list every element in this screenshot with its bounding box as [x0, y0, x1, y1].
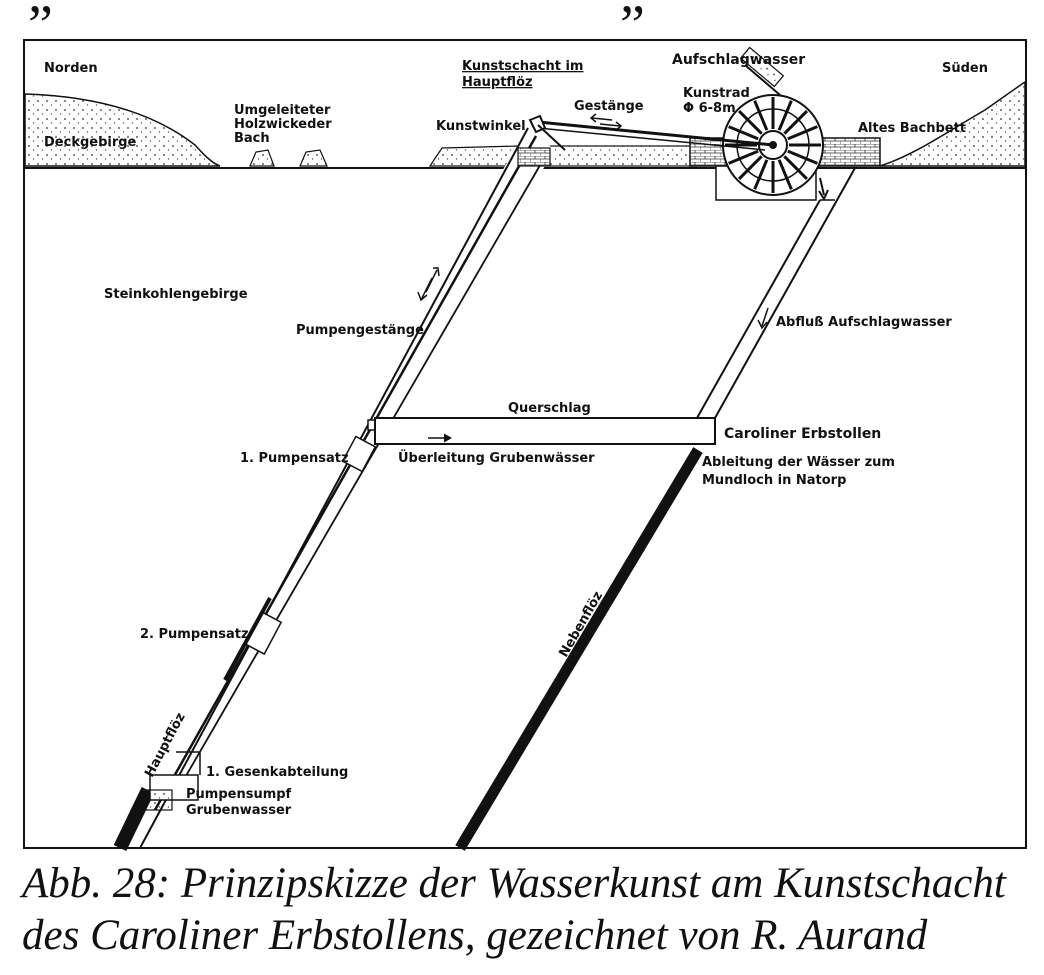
wheel-spoke [737, 155, 763, 181]
deckgebirge-hill-south [879, 80, 1026, 167]
label-pumpensumpf-line1: Pumpensumpf [186, 787, 292, 802]
label-bach-line3: Bach [234, 131, 270, 146]
label-bach-line1: Umgeleiteter [234, 103, 331, 118]
label-steinkohlengebirge: Steinkohlengebirge [104, 287, 248, 302]
heading-fragment-right: „ [620, 0, 645, 26]
label-gestaenge: Gestänge [574, 99, 644, 114]
shaft-collar-masonry [517, 147, 551, 167]
label-ueberleitung: Überleitung Grubenwässer [398, 450, 595, 466]
surface-embankment [544, 145, 696, 167]
label-sueden: Süden [942, 61, 988, 76]
wheel-spoke [777, 159, 793, 190]
cropped-heading-fragment: „ „ [0, 0, 1044, 32]
label-pumpensatz-2: 2. Pumpensatz [140, 627, 249, 642]
wheel-spoke [787, 125, 818, 141]
abfluss-channel [696, 167, 856, 419]
bach-dam-right [299, 149, 328, 167]
wheel-spoke [783, 109, 809, 135]
hauptfloez-seam-base [113, 786, 155, 852]
pumpensumpf-box [145, 789, 173, 811]
surface-rod-linkage [528, 113, 774, 151]
nebenfloez-seam [455, 447, 703, 851]
label-aufschlagwasser: Aufschlagwasser [672, 52, 805, 68]
bach-dam-left [249, 149, 275, 167]
mine-cross-section-diagram: Norden Süden Deckgebirge Umgeleiteter Ho… [23, 39, 1027, 852]
label-gesenkabteilung: 1. Gesenkabteilung [206, 765, 348, 780]
querschlag-adit [374, 417, 716, 445]
label-ableitung-line2: Mundloch in Natorp [702, 473, 846, 488]
label-deckgebirge: Deckgebirge [44, 135, 137, 150]
deckgebirge-hill-north [24, 93, 221, 167]
label-querschlag: Querschlag [508, 401, 591, 416]
wheel-spoke [787, 149, 818, 165]
label-abfluss-aufschlagwasser: Abfluß Aufschlagwasser [776, 315, 952, 330]
label-kunstwinkel: Kunstwinkel [436, 119, 526, 134]
figure-caption: Abb. 28: Prinzipskizze der Wasserkunst a… [22, 858, 1032, 962]
label-pumpengestaenge: Pumpengestänge [296, 323, 424, 338]
ground-surface [24, 80, 1026, 169]
caption-line-1: Abb. 28: Prinzipskizze der Wasserkunst a… [22, 860, 1006, 907]
kunstschacht-inclined-shaft [113, 127, 555, 852]
label-kunstrad-line2: Φ 6-8m [683, 101, 736, 116]
wheel-spoke [753, 159, 769, 190]
heading-fragment-left: „ [28, 0, 53, 26]
wheel-spoke [728, 125, 759, 141]
caption-line-2: des Caroliner Erbstollens, gezeichnet vo… [22, 912, 928, 959]
label-kunstschacht-line1: Kunstschacht im [462, 59, 583, 74]
wheel-spoke [777, 100, 793, 131]
label-pumpensumpf-line2: Grubenwasser [186, 803, 292, 818]
label-kunstrad-line1: Kunstrad [683, 86, 750, 101]
wheel-spoke [783, 155, 809, 181]
wheel-spoke [737, 109, 763, 135]
aufschlagwasser-flume [739, 46, 785, 88]
wheel-spoke [753, 100, 769, 131]
label-altes-bachbett: Altes Bachbett [858, 121, 966, 136]
label-pumpensatz-1: 1. Pumpensatz [240, 451, 349, 466]
label-kunstschacht-line2: Hauptflöz [462, 75, 533, 90]
label-norden: Norden [44, 61, 98, 76]
label-caroliner-erbstollen: Caroliner Erbstollen [724, 426, 881, 442]
label-bach-line2: Holzwickeder [234, 117, 332, 132]
label-ableitung-line1: Ableitung der Wässer zum [702, 455, 895, 470]
wheel-spoke [728, 149, 759, 165]
pumpengestaenge-rod [153, 135, 538, 811]
